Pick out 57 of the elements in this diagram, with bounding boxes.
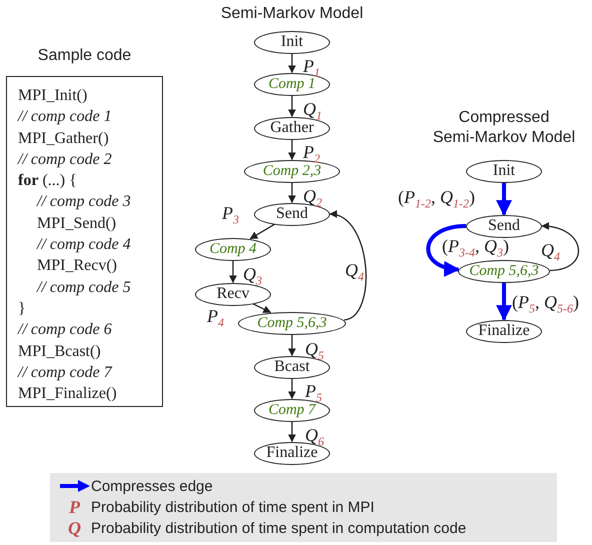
code-line: MPI_Finalize() (18, 384, 118, 404)
code-line: MPI_Bcast() (18, 342, 102, 362)
arrow (252, 303, 272, 314)
edge-label: P$_{3}$ (222, 203, 239, 229)
legend-text: Probability distribution of time spent in MPI (91, 499, 374, 516)
code-line: } (18, 298, 27, 319)
code-line: // comp code 3 (36, 192, 132, 212)
edge-label: Q$_{4}$ (345, 260, 364, 286)
state-label: Comp 4 (209, 240, 257, 258)
code-line: MPI_Send() (36, 214, 118, 234)
state-label: Init (280, 33, 304, 51)
state-label: Finalize (478, 322, 530, 340)
code-line: // comp code 4 (36, 235, 132, 256)
arrow (541, 222, 579, 272)
code-line: MPI_Recv() (36, 256, 118, 276)
edge-label: P$_{4}$ (207, 306, 224, 332)
arrow (288, 422, 296, 442)
code-line: MPI_Gather() (18, 128, 110, 149)
edge-label: Q$_{3}$ (243, 264, 262, 288)
arrow (288, 140, 296, 160)
code-line: // comp code 7 (18, 362, 114, 383)
legend-symbol: P (68, 497, 81, 518)
diagram-heading: Compressed Semi-Markov Model (432, 108, 576, 148)
edge-label: (P$_{1-2}$, Q$_{1-2}$) (398, 187, 475, 213)
code-line: // comp code 5 (36, 278, 132, 298)
arrow (288, 378, 296, 400)
state-label: Recv (216, 285, 250, 303)
code-line: // comp code 6 (18, 320, 113, 340)
state-label: Comp 5,6,3 (257, 314, 327, 332)
diagram-heading: Semi-Markov Model (220, 4, 364, 24)
arrow (329, 212, 367, 321)
state-label: Comp 5,6,3 (469, 262, 539, 280)
legend-symbol: Q (67, 518, 82, 539)
legend-text: Compresses edge (91, 478, 213, 495)
edge-label: Q$_{4}$ (541, 240, 560, 266)
edge-label: (P$_{5}$, Q$_{5-6}$) (512, 292, 579, 318)
code-line: // comp code 1 (18, 107, 113, 128)
code-line: MPI_Init() (18, 86, 88, 106)
arrow (250, 224, 276, 240)
code-line: // comp code 2 (18, 150, 113, 170)
code-heading: Sample code (36, 47, 132, 65)
state-label: Init (492, 162, 516, 180)
arrow (229, 260, 237, 284)
arrow (288, 54, 296, 74)
state-label: Send (488, 217, 520, 235)
state-label: Send (276, 205, 308, 223)
thick-arrow (496, 282, 512, 322)
edge-label: (P$_{3-4}$, Q$_{3}$) (442, 236, 509, 262)
arrow (288, 334, 296, 356)
thick-arrow (496, 182, 512, 216)
code-line: for (...) { (18, 171, 78, 192)
state-label: Finalize (266, 444, 318, 462)
arrow (288, 96, 296, 118)
arrow (288, 182, 296, 204)
state-label: Comp 1 (268, 76, 316, 92)
legend-text: Probability distribution of time spent in computation code (91, 520, 466, 537)
thick-arrow (426, 224, 466, 276)
